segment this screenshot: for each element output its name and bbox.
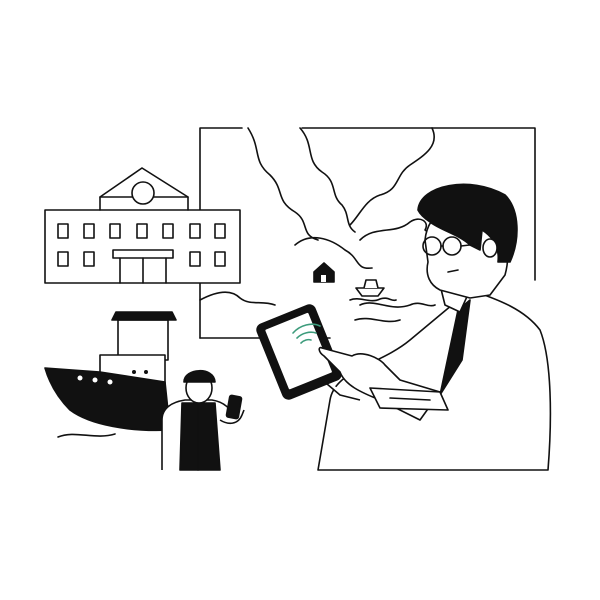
- boat-icon: [349, 279, 397, 302]
- cargo-ship-icon: [44, 311, 177, 438]
- map-with-rivers-icon: [199, 127, 536, 339]
- man-with-tablet-icon: [256, 183, 552, 471]
- school-building-icon: [44, 167, 241, 284]
- wifi-signal-icon: [292, 323, 321, 344]
- worker-with-phone-icon: [161, 369, 245, 471]
- house-icon: [313, 262, 335, 283]
